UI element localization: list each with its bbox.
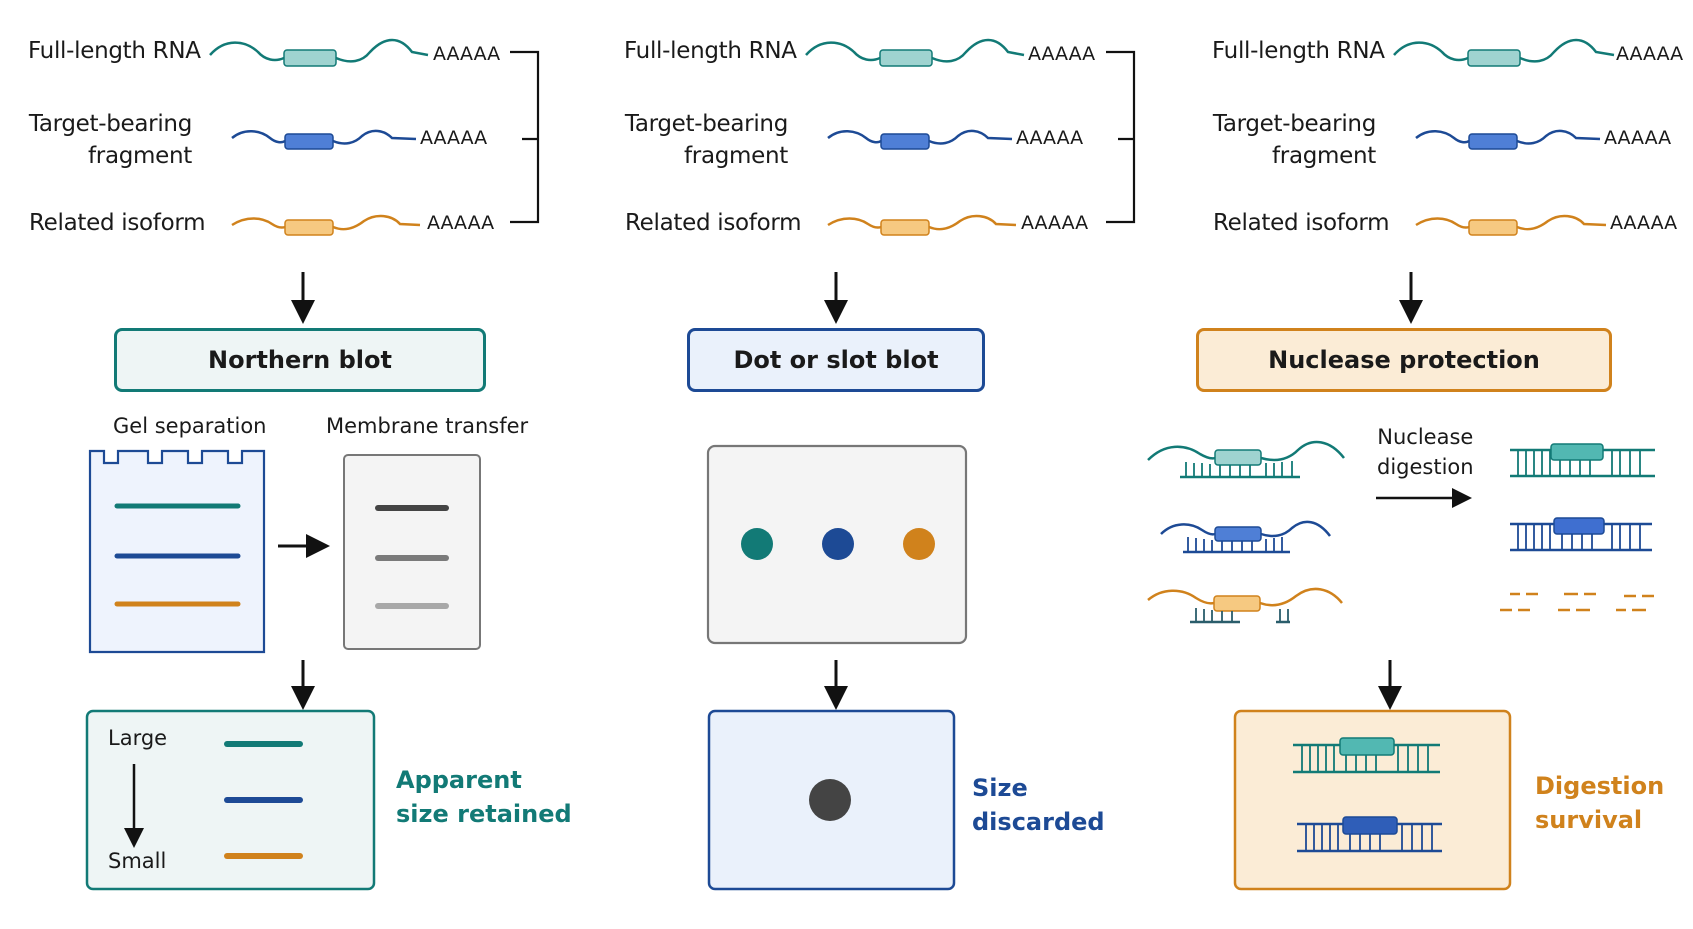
panel2-polya-full: AAAAA (1028, 43, 1096, 65)
panel3-related-isoform (1415, 214, 1607, 236)
panel3-target-fragment (1415, 129, 1601, 150)
size-small-label: Small (108, 849, 167, 873)
panel1-label-target-line2: fragment (88, 143, 192, 169)
panel1-polya-isoform: AAAAA (427, 212, 495, 234)
dot-blue (822, 528, 854, 560)
surviving-duplex-teal (1293, 737, 1440, 774)
northern-result-line1: Apparent (396, 766, 522, 794)
nuclease-digestion-label: Nuclease digestion (1377, 422, 1474, 482)
panel1-target-fragment (231, 129, 417, 150)
dot-teal (741, 528, 773, 560)
nuclease-digestion-line1: Nuclease (1377, 425, 1474, 449)
gel-separation-caption: Gel separation (113, 414, 267, 438)
northern-blot-box: Northern blot (114, 328, 486, 392)
panel2-target-fragment (827, 129, 1013, 150)
membrane-transfer-caption: Membrane transfer (326, 414, 529, 438)
panel1-polya-full: AAAAA (433, 43, 501, 65)
gel-lane (88, 449, 266, 654)
panel2-polya-target: AAAAA (1016, 127, 1084, 149)
dot-result-line2: discarded (972, 808, 1105, 836)
northern-result-line2: size retained (396, 800, 572, 828)
northern-result-box (85, 709, 376, 891)
nuclease-result-line1: Digestion (1535, 772, 1665, 800)
digested-fragments-orange (1500, 592, 1654, 612)
panel3-label-target-line1: Target-bearing (1212, 111, 1376, 137)
panel1-label-isoform: Related isoform (29, 210, 206, 236)
hybrid-teal (1147, 440, 1345, 479)
panel3-label-full-length: Full-length RNA (1212, 38, 1385, 64)
panel3-label-isoform: Related isoform (1213, 210, 1390, 236)
panel2-label-isoform: Related isoform (625, 210, 802, 236)
panel3-label-target-line2: fragment (1272, 143, 1376, 169)
panel1-bracket (510, 50, 540, 224)
hybrid-orange (1147, 587, 1343, 624)
panel2-label-full-length: Full-length RNA (624, 38, 797, 64)
panel3-polya-isoform: AAAAA (1610, 212, 1678, 234)
panel2-label-target-line2: fragment (684, 143, 788, 169)
dot-result-line1: Size (972, 774, 1028, 802)
panel3-label-target: Target-bearing fragment (1210, 108, 1376, 172)
panel1-label-target: Target-bearing fragment (28, 108, 192, 172)
panel2-label-target-line1: Target-bearing (624, 111, 788, 137)
panel2-full-length-rna (805, 38, 1025, 67)
protected-duplex-teal (1510, 443, 1655, 478)
panel2-related-isoform (827, 214, 1017, 236)
nuclease-result-text: Digestion survival (1535, 769, 1664, 837)
dot-result-text: Size discarded (972, 771, 1105, 839)
panel3-polya-full: AAAAA (1616, 43, 1684, 65)
panel3-polya-target: AAAAA (1604, 127, 1672, 149)
panel2-bracket (1106, 50, 1136, 224)
nuclease-protection-box: Nuclease protection (1196, 328, 1612, 392)
nuclease-result-line2: survival (1535, 806, 1643, 834)
nuclease-result-box (1233, 709, 1512, 891)
dot-orange (903, 528, 935, 560)
dot-blot-box: Dot or slot blot (687, 328, 985, 392)
panel2-label-target: Target-bearing fragment (622, 108, 788, 172)
membrane (343, 454, 481, 650)
dot-result-box (707, 709, 956, 891)
northern-result-text: Apparent size retained (396, 763, 572, 831)
protected-duplex-blue (1510, 517, 1652, 552)
size-large-label: Large (108, 726, 168, 750)
panel1-related-isoform (231, 214, 421, 236)
nuclease-digestion-line2: digestion (1377, 455, 1474, 479)
hybrid-blue (1160, 520, 1331, 554)
panel1-label-target-line1: Target-bearing (28, 111, 192, 137)
panel2-polya-isoform: AAAAA (1021, 212, 1089, 234)
panel1-full-length-rna (209, 38, 429, 67)
panel1-polya-target: AAAAA (420, 127, 488, 149)
panel3-full-length-rna (1393, 38, 1615, 67)
dot-membrane (706, 444, 968, 645)
dot-result-spot (809, 779, 851, 821)
panel1-label-full-length: Full-length RNA (28, 38, 201, 64)
surviving-duplex-blue (1297, 816, 1442, 853)
